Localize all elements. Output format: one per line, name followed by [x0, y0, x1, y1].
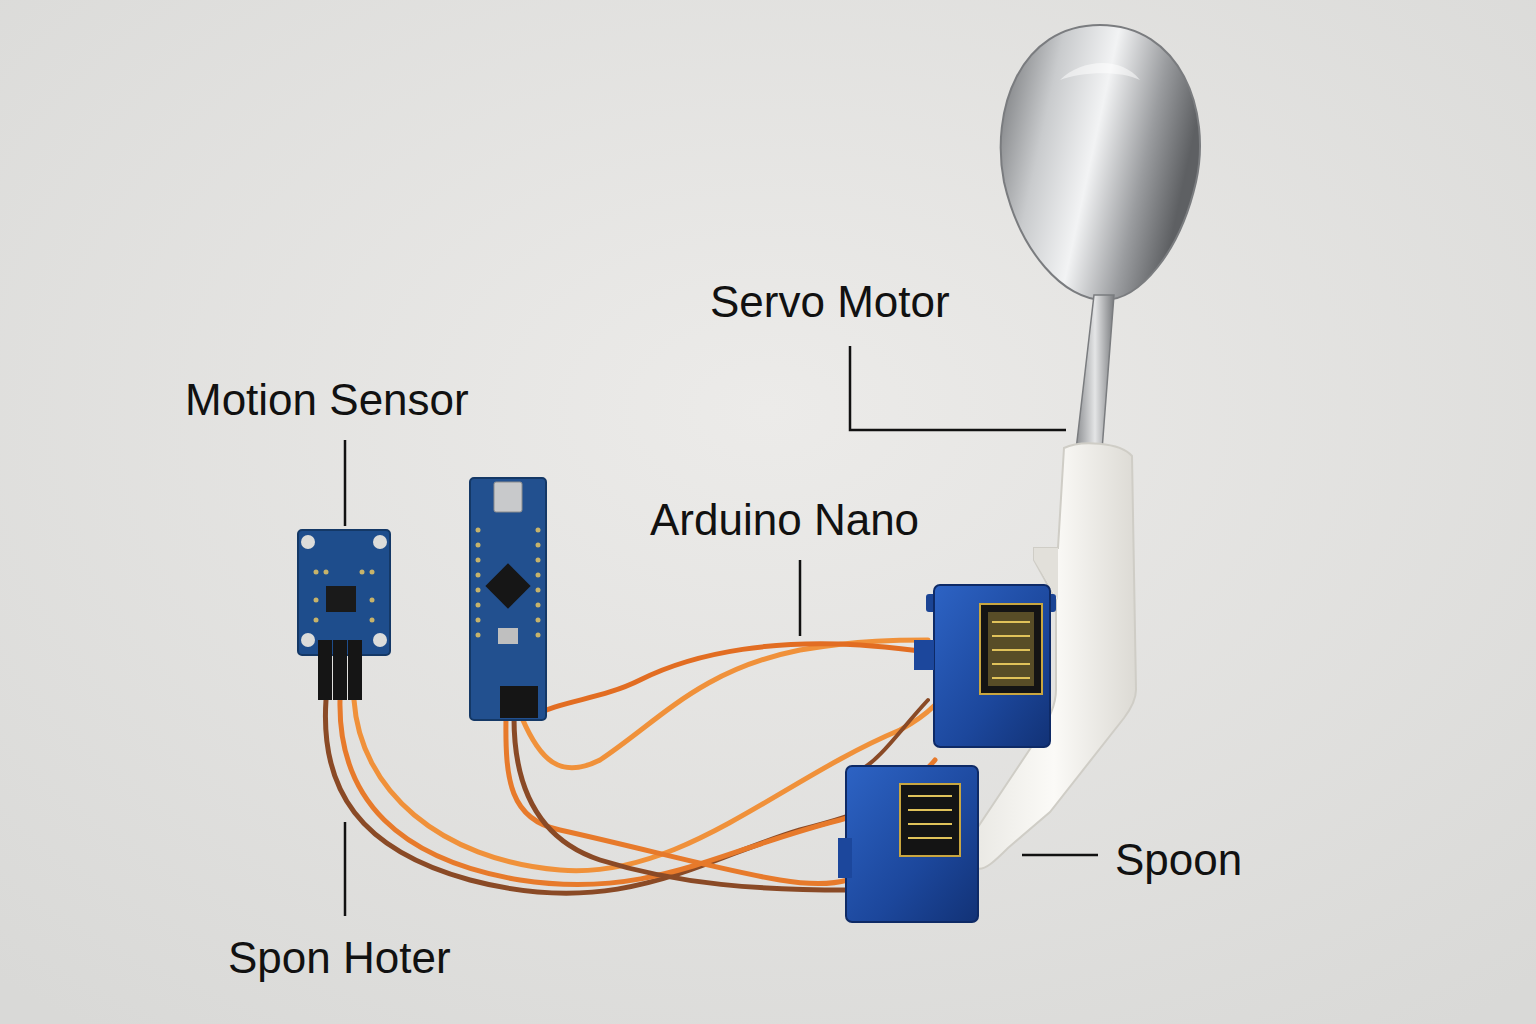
servo-motor [914, 640, 934, 670]
motion-sensor-board [301, 535, 315, 549]
arduino-nano-board [476, 558, 481, 563]
motion-sensor-board [360, 570, 365, 575]
servo-motor [908, 837, 952, 839]
servo-motor [908, 796, 952, 838]
spoon [1076, 295, 1114, 450]
servo-motor [992, 622, 1030, 678]
servo-motor [914, 585, 1056, 747]
arduino-nano-board [476, 543, 481, 548]
leader-lines [850, 346, 1066, 430]
spoon [1060, 63, 1140, 80]
spoon-holder [972, 443, 1136, 868]
motion-sensor-board [314, 570, 375, 623]
motion-sensor-board [370, 570, 375, 575]
arduino-nano-board [536, 633, 541, 638]
leader-lines [799, 560, 802, 636]
arduino-nano-board [536, 573, 541, 578]
motion-sensor-board [370, 618, 375, 623]
part-label: Spoon [1115, 834, 1242, 887]
arduino-nano-board [498, 628, 518, 644]
part-label: Arduino Nano [650, 494, 919, 547]
arduino-nano-board [500, 686, 538, 718]
servo-motor [908, 795, 952, 797]
part-label: Motion Sensor [185, 374, 469, 427]
motion-sensor-board [370, 598, 375, 603]
arduino-nano-board [494, 482, 522, 512]
motion-sensor-board [373, 633, 387, 647]
servo-motor [992, 621, 1030, 623]
arduino-nano-board [476, 618, 481, 623]
servo-motor [992, 663, 1030, 665]
motion-sensor-board [314, 598, 319, 603]
arduino-nano-board [485, 563, 530, 608]
arduino-nano-board [476, 633, 481, 638]
servo-motor [908, 823, 952, 825]
wires [514, 718, 848, 890]
arduino-nano-board [476, 603, 481, 608]
wires [522, 640, 928, 768]
wires [860, 700, 928, 770]
servo-motor [980, 604, 1042, 694]
spoon-holder [972, 443, 1136, 868]
motion-sensor-board [298, 530, 390, 700]
servo-motor [992, 635, 1030, 637]
motion-sensor-board [324, 570, 329, 575]
arduino-nano-board [536, 588, 541, 593]
servo-motor [838, 838, 852, 878]
arduino-nano-board [536, 528, 541, 533]
part-label: Spon Hoter [228, 932, 451, 985]
leader-lines [344, 822, 347, 916]
motion-sensor-board [314, 570, 319, 575]
motion-sensor-board [301, 633, 315, 647]
motion-sensor-board [348, 640, 362, 700]
servo-motor [992, 649, 1030, 651]
servo-motor [992, 677, 1030, 679]
spoon [1001, 25, 1200, 450]
leader-lines [1022, 854, 1098, 857]
servo-motor [908, 809, 952, 811]
arduino-nano-board [470, 478, 546, 720]
arduino-nano-board [536, 543, 541, 548]
servo-motor [838, 766, 978, 922]
part-label: Servo Motor [710, 276, 950, 329]
motion-sensor-board [333, 640, 347, 700]
servo-motor [846, 766, 978, 922]
motion-sensor-board [298, 530, 390, 655]
leader-lines [345, 346, 1098, 916]
wires [506, 718, 848, 884]
motion-sensor-board [314, 618, 319, 623]
arduino-nano-board [476, 588, 481, 593]
spoon [1001, 25, 1200, 300]
motion-sensor-board [373, 535, 387, 549]
leader-lines [344, 440, 347, 526]
arduino-nano-board [476, 573, 481, 578]
servo-motor [900, 784, 960, 856]
servo-motor [934, 585, 1050, 747]
motion-sensor-board [326, 586, 356, 612]
servo-motor [988, 612, 1034, 686]
arduino-nano-board [476, 528, 541, 638]
wires [325, 640, 935, 893]
arduino-nano-board [470, 478, 546, 720]
arduino-nano-board [536, 603, 541, 608]
arduino-nano-board [536, 618, 541, 623]
arduino-nano-board [536, 558, 541, 563]
arduino-nano-board [476, 528, 481, 533]
wires [530, 644, 928, 718]
motion-sensor-board [318, 640, 332, 700]
